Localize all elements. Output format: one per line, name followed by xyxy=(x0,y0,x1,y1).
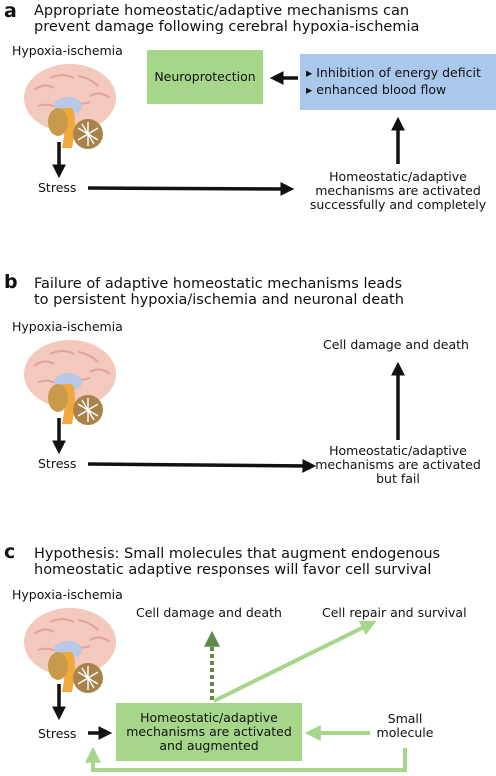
box-line3: and augmented xyxy=(159,738,259,753)
arrow-a-stress-to-mechanisms xyxy=(87,181,295,196)
box-line2: mechanisms are activated xyxy=(126,724,292,739)
panel-a: a Appropriate homeostatic/adaptive mecha… xyxy=(0,0,496,250)
mechanism-activated-text: Homeostatic/adaptive mechanisms are acti… xyxy=(300,170,496,212)
panel-c-title-line2: homeostatic adaptive responses will favo… xyxy=(34,562,432,578)
hypoxia-label: Hypoxia-ischemia xyxy=(12,319,123,334)
mechanism-effects-box: ▸ Inhibition of energy deficit ▸ enhance… xyxy=(300,54,496,110)
brain-icon xyxy=(24,608,116,693)
panel-b-title-line1: Failure of adaptive homeostatic mechanis… xyxy=(34,276,403,292)
box-line1: Homeostatic/adaptive xyxy=(140,710,278,725)
panel-a-title-line1: Appropriate homeostatic/adaptive mechani… xyxy=(34,3,410,19)
small-line2: molecule xyxy=(376,725,434,740)
panel-c-letter: c xyxy=(4,541,16,563)
panel-c-title: Hypothesis: Small molecules that augment… xyxy=(34,546,440,578)
panel-c: c Hypothesis: Small molecules that augme… xyxy=(0,540,496,776)
arrow-c-box-to-repair xyxy=(213,620,377,703)
stress-label: Stress xyxy=(38,180,77,195)
stress-label: Stress xyxy=(38,456,77,471)
mechanism-line1: Homeostatic/adaptive xyxy=(329,169,467,184)
panel-b-title-line2: to persistent hypoxia/ischemia and neuro… xyxy=(34,292,404,308)
hypoxia-label: Hypoxia-ischemia xyxy=(12,43,123,58)
mechanism-activated-text: Homeostatic/adaptive mechanisms are acti… xyxy=(300,444,496,486)
panel-b-title: Failure of adaptive homeostatic mechanis… xyxy=(34,276,404,308)
mechanism-line2: mechanisms are activated xyxy=(315,457,481,472)
arrow-b-stress-to-mechanisms xyxy=(87,458,317,473)
panel-c-title-line1: Hypothesis: Small molecules that augment… xyxy=(34,546,441,562)
damage-label: Cell damage and death xyxy=(136,605,282,620)
effect-bullet-2: ▸ enhanced blood flow xyxy=(306,82,447,97)
mechanism-line2: mechanisms are activated xyxy=(315,183,481,198)
hypoxia-label: Hypoxia-ischemia xyxy=(12,587,123,602)
repair-label: Cell repair and survival xyxy=(322,605,467,620)
panel-b: b Failure of adaptive homeostatic mechan… xyxy=(0,270,496,510)
small-line1: Small xyxy=(387,711,423,726)
mechanism-line3: successfully and completely xyxy=(309,197,487,212)
mechanism-line3: but fail xyxy=(376,471,420,486)
small-molecule-label: Small molecule xyxy=(370,712,440,740)
panel-a-letter: a xyxy=(4,0,17,22)
brain-icon xyxy=(24,64,116,149)
panel-a-title-line2: prevent damage following cerebral hypoxi… xyxy=(34,19,420,35)
neuroprotection-box: Neuroprotection xyxy=(147,50,263,104)
mechanism-line1: Homeostatic/adaptive xyxy=(329,443,467,458)
arrow-c-molecule-feedback-loop xyxy=(85,746,407,772)
panel-a-title: Appropriate homeostatic/adaptive mechani… xyxy=(34,3,419,35)
brain-icon xyxy=(24,340,116,425)
neuroprotection-label: Neuroprotection xyxy=(154,69,256,84)
panel-b-letter: b xyxy=(4,271,18,293)
stress-label: Stress xyxy=(38,726,77,741)
augmented-mechanism-box: Homeostatic/adaptive mechanisms are acti… xyxy=(116,703,302,761)
effect-bullet-1: ▸ Inhibition of energy deficit xyxy=(306,65,481,80)
outcome-label: Cell damage and death xyxy=(323,337,469,352)
